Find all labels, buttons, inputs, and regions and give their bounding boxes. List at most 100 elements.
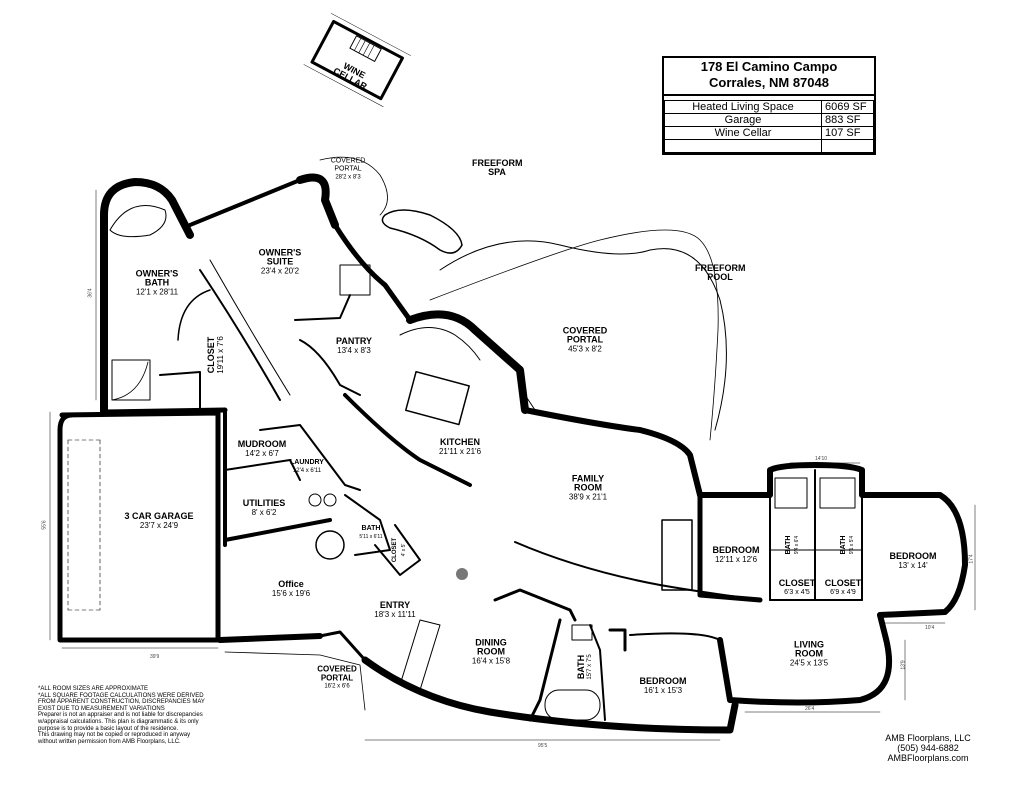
room-name: BEDROOM: [889, 551, 937, 561]
room-size: 8' x 6'2: [251, 508, 277, 517]
area-label: Wine Cellar: [664, 126, 822, 140]
room-label-utilities: UTILITIES 8' x 6'2: [242, 498, 286, 518]
room-label-laundry: LAUNDRY 12'4 x 6'11: [290, 458, 324, 476]
room-name: KITCHEN: [440, 437, 480, 447]
room-name: ENTRY: [379, 600, 411, 610]
room-size: 12'4 x 6'11: [292, 468, 322, 474]
room-size: 12'1 x 28'11: [135, 287, 179, 297]
disclaimer-line: *ALL ROOM SIZES ARE APPROXIMATE: [38, 686, 149, 692]
area-row: Heated Living Space 6069 SF: [664, 100, 874, 114]
room-size: 16'1 x 15'3: [643, 686, 683, 695]
room-name: MUDROOM: [237, 439, 287, 449]
room-label-kitchen: KITCHEN 21'11 x 21'6: [438, 437, 482, 457]
room-label-closet-laundry: CLOSET 4' x 5': [391, 538, 409, 562]
dim-east-right: 17'4: [968, 554, 975, 564]
room-label-pantry: PANTRY 13'4 x 8'3: [336, 336, 372, 356]
room-size: 24'5 x 13'5: [789, 658, 829, 668]
dim-south-total: 95'5: [538, 743, 548, 749]
disclaimer: *ALL ROOM SIZES ARE APPROXIMATE *ALL SQU…: [38, 686, 206, 745]
room-size: 6'9 x 4'9: [830, 589, 856, 596]
room-name: BATH: [361, 525, 381, 532]
room-label-dining-room: DINING ROOM 16'4 x 15'8: [471, 637, 511, 666]
room-name: CLOSET: [824, 578, 862, 588]
room-label-owners-suite: OWNER'S SUITE 23'4 x 20'2: [255, 247, 305, 276]
room-name: BATH: [785, 535, 792, 555]
room-label-covered-portal-north: COVERED PORTAL 28'2 x 8'3: [323, 158, 373, 183]
property-address: 178 El Camino Campo Corrales, NM 87048: [664, 58, 874, 96]
room-size: 9'4 x 6'4: [794, 535, 800, 555]
room-size: 13' x 14': [898, 561, 928, 570]
room-label-bedroom-east1: BEDROOM 12'11 x 12'6: [712, 545, 760, 565]
dim-living-bottom: 26'4: [805, 706, 815, 712]
room-size: 15'7 x 7'5: [587, 654, 593, 680]
room-label-bath-south: BATH 15'7 x 7'5: [576, 654, 595, 680]
room-label-bedroom-south: BEDROOM 16'1 x 15'3: [640, 677, 687, 696]
room-name: CLOSET: [206, 336, 216, 374]
room-name: DINING ROOM: [475, 637, 507, 657]
area-row: Wine Cellar 107 SF: [664, 126, 874, 140]
room-size: 5'11 x 6'11: [359, 534, 383, 540]
area-label: Garage: [664, 113, 822, 127]
room-name: PANTRY: [336, 336, 372, 346]
room-name: BATH: [576, 654, 586, 680]
area-label: Heated Living Space: [664, 100, 822, 114]
room-size: 23'7 x 24'9: [139, 521, 179, 530]
room-label-living-room: LIVING ROOM 24'5 x 13'5: [789, 639, 829, 668]
room-name: COVERED PORTAL: [317, 664, 357, 683]
garage-outline: [57, 410, 221, 643]
disclaimer-line: *ALL SQUARE FOOTAGE CALCULATIONS WERE DE…: [38, 692, 205, 712]
area-value: 883 SF: [821, 113, 874, 127]
room-name: BEDROOM: [712, 545, 760, 555]
room-label-covered-portal-east: COVERED PORTAL 45'3 x 8'2: [555, 326, 615, 354]
room-size: 14'2 x 6'7: [245, 449, 279, 458]
room-label-office: Office 15'6 x 19'6: [271, 579, 311, 599]
room-size: 38'9 x 21'1: [568, 492, 608, 502]
room-label-freeform-pool: FREEFORM POOL: [695, 264, 746, 282]
dim-east-mid: 10'4: [925, 625, 935, 631]
room-size: 45'3 x 8'2: [568, 344, 602, 354]
room-size: 19'11 x 7'6: [216, 336, 225, 374]
room-size: 23'4 x 20'2: [260, 266, 300, 276]
room-name: COVERED PORTAL: [330, 157, 366, 173]
property-info-box: 178 El Camino Campo Corrales, NM 87048 H…: [662, 56, 876, 155]
disclaimer-line: This drawing may not be copied or reprod…: [38, 732, 191, 745]
room-label-mudroom: MUDROOM 14'2 x 6'7: [237, 439, 287, 459]
room-label-closet-east2: CLOSET 6'9 x 4'9: [825, 579, 862, 597]
room-label-freeform-spa: FREEFORM SPA: [472, 159, 523, 177]
wine-cellar-drawing: [303, 13, 411, 108]
dim-bedroom-east-top: 14'10: [815, 456, 828, 462]
room-name: LIVING ROOM: [793, 639, 824, 659]
area-row-empty: [664, 139, 874, 153]
room-size: 28'2 x 8'3: [335, 174, 361, 181]
room-name: Office: [278, 579, 304, 589]
room-label-bath-laundry: BATH 5'11 x 6'11: [359, 524, 382, 542]
room-label-entry: ENTRY 18'3 x 11'11: [374, 600, 415, 620]
room-size: 6'3 x 4'5: [784, 589, 810, 596]
room-size: 21'11 x 21'6: [438, 447, 482, 456]
company-name: AMB Floorplans, LLC: [885, 733, 971, 743]
room-label-garage: 3 CAR GARAGE 23'7 x 24'9: [124, 512, 193, 531]
room-name: UTILITIES: [242, 498, 286, 508]
room-label-bath-east1: BATH 9'4 x 6'4: [784, 536, 802, 555]
area-row: Garage 883 SF: [664, 113, 874, 127]
company-website: AMBFloorplans.com: [887, 753, 969, 763]
room-size: 4' x 5': [401, 543, 407, 557]
dim-garage-height: 55'6: [41, 520, 48, 530]
company-info: AMB Floorplans, LLC (505) 944-6882 AMBFl…: [868, 733, 988, 763]
room-size: 13'4 x 8'3: [337, 346, 371, 355]
room-size: 15'6 x 19'6: [271, 589, 311, 598]
room-label-family-room: FAMILY ROOM 38'9 x 21'1: [566, 474, 610, 502]
address-line1: 178 El Camino Campo: [700, 59, 838, 74]
area-table: Heated Living Space 6069 SF Garage 883 S…: [664, 100, 874, 153]
room-label-closet-owner: CLOSET 19'11 x 7'6: [206, 336, 225, 374]
room-label-bedroom-east2: BEDROOM 13' x 14': [889, 551, 937, 571]
room-name: OWNER'S SUITE: [258, 247, 302, 267]
room-name: BATH: [840, 535, 847, 555]
address-line2: Corrales, NM 87048: [709, 75, 829, 90]
room-size: 16'2 x 6'6: [324, 683, 350, 690]
room-size: 12'11 x 12'6: [714, 555, 758, 564]
room-name: CLOSET: [778, 578, 816, 588]
room-size: 16'4 x 15'8: [471, 656, 511, 666]
dim-living-right: 13'9: [900, 660, 907, 670]
